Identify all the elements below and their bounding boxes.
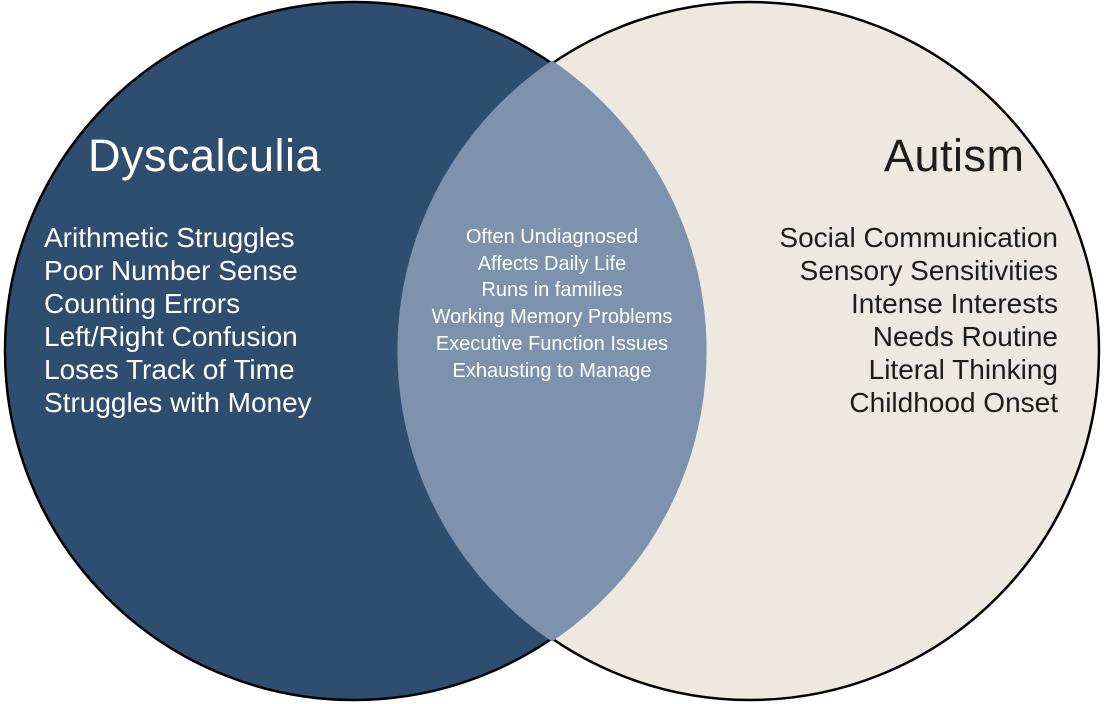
list-item: Affects Daily Life: [477, 252, 627, 275]
list-item: Executive Function Issues: [435, 332, 669, 355]
left-circle-title: Dyscalculia: [88, 130, 322, 181]
list-item: Social Communication: [779, 222, 1058, 253]
list-item: Needs Routine: [872, 321, 1058, 352]
list-item: Exhausting to Manage: [452, 359, 652, 382]
list-item: Working Memory Problems: [431, 306, 673, 329]
list-item: Runs in families: [481, 279, 623, 302]
list-item: Literal Thinking: [868, 354, 1058, 385]
list-item: Intense Interests: [850, 288, 1058, 319]
overlap-lens: [397, 60, 707, 642]
list-item: Struggles with Money: [44, 387, 312, 418]
right-circle-title: Autism: [884, 130, 1025, 181]
list-item: Counting Errors: [44, 288, 241, 319]
list-item: Sensory Sensitivities: [799, 255, 1058, 286]
list-item: Poor Number Sense: [44, 255, 298, 286]
list-item: Loses Track of Time: [44, 354, 295, 385]
list-item: Left/Right Confusion: [44, 321, 298, 352]
list-item: Arithmetic Struggles: [44, 222, 295, 253]
list-item: Childhood Onset: [849, 387, 1058, 418]
list-item: Often Undiagnosed: [465, 226, 639, 248]
